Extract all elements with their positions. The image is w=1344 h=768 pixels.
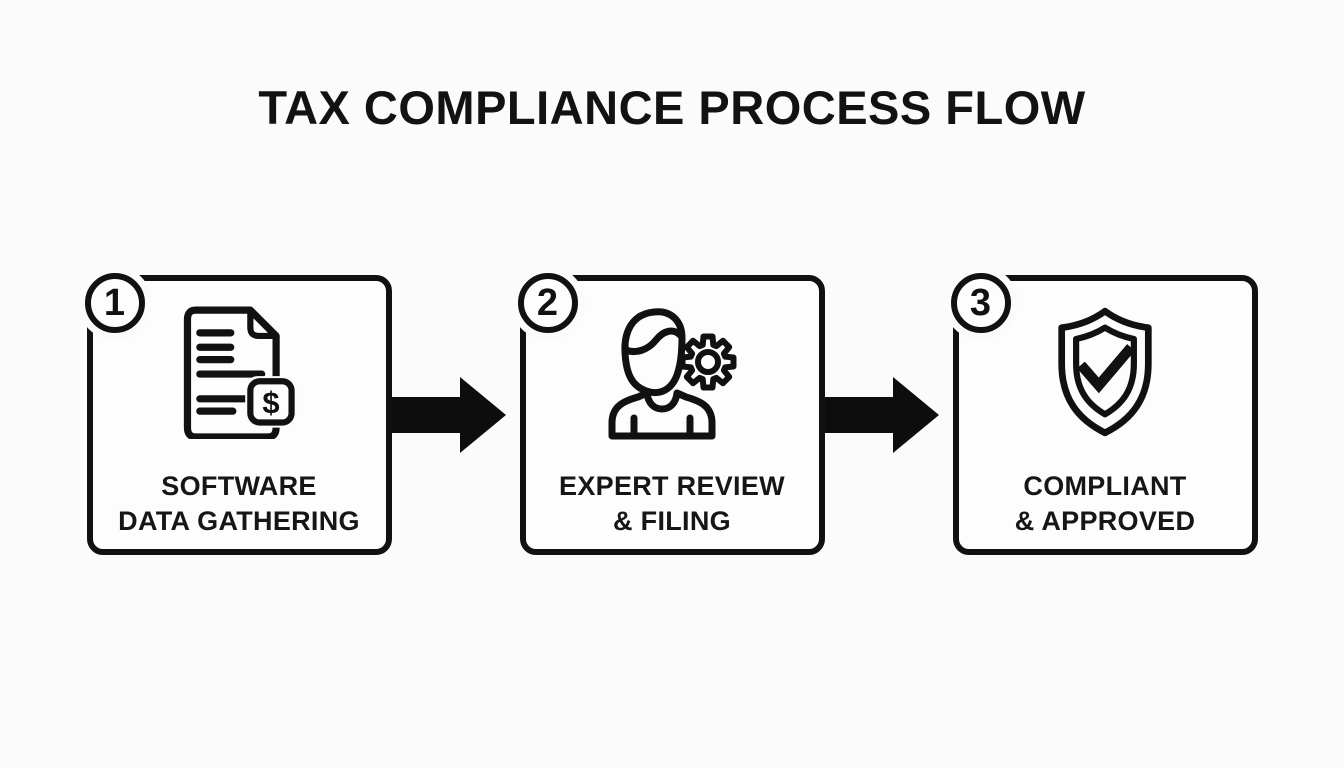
shield-check-icon xyxy=(1051,305,1159,439)
step-label: COMPLIANT & APPROVED xyxy=(1015,469,1196,539)
step-label-line2: & FILING xyxy=(613,506,731,536)
step-number: 1 xyxy=(103,281,126,324)
step-number-badge: 3 xyxy=(950,273,1011,333)
step-label-line1: SOFTWARE xyxy=(161,471,317,501)
flow-arrow-icon xyxy=(391,370,520,460)
step-box-expert-review-filing: 2 EXPERT REVIEW & FILING xyxy=(517,273,825,555)
step-number: 3 xyxy=(969,281,992,324)
shoulders xyxy=(608,389,716,440)
shield-inner xyxy=(1073,324,1137,418)
step-label-line2: & APPROVED xyxy=(1014,506,1196,536)
shield-outer xyxy=(1058,307,1152,437)
step-label: EXPERT REVIEW & FILING xyxy=(559,469,785,539)
dollar-symbol: $ xyxy=(262,385,279,420)
step-label-line1: COMPLIANT xyxy=(1023,471,1187,501)
dollar-badge-icon xyxy=(247,378,295,426)
diagram-title: TAX COMPLIANCE PROCESS FLOW xyxy=(258,81,1086,134)
check-icon xyxy=(1077,344,1135,394)
person-gear-icon xyxy=(608,308,737,440)
step-box-compliant-approved: 3 COMPLIANT & APPROVED xyxy=(950,273,1258,555)
hairline xyxy=(622,327,685,356)
step-number: 2 xyxy=(536,281,559,324)
step-label: SOFTWARE DATA GATHERING xyxy=(118,469,360,539)
expert-person-gear-icon xyxy=(602,305,742,440)
step-box-software-data-gathering: 1 $ SOFTWARE DATA xyxy=(84,273,392,555)
process-flow: 1 $ SOFTWARE DATA xyxy=(0,273,1344,555)
document-dollar-icon: $ xyxy=(183,306,297,439)
step-number-badge: 1 xyxy=(84,273,145,333)
gear-icon xyxy=(679,333,737,391)
invoice-document-icon: $ xyxy=(181,305,297,439)
step-number-badge: 2 xyxy=(517,273,578,333)
flow-arrow-icon xyxy=(824,370,953,460)
step-label-line1: EXPERT REVIEW xyxy=(559,471,785,501)
step-label-line2: DATA GATHERING xyxy=(118,506,360,536)
